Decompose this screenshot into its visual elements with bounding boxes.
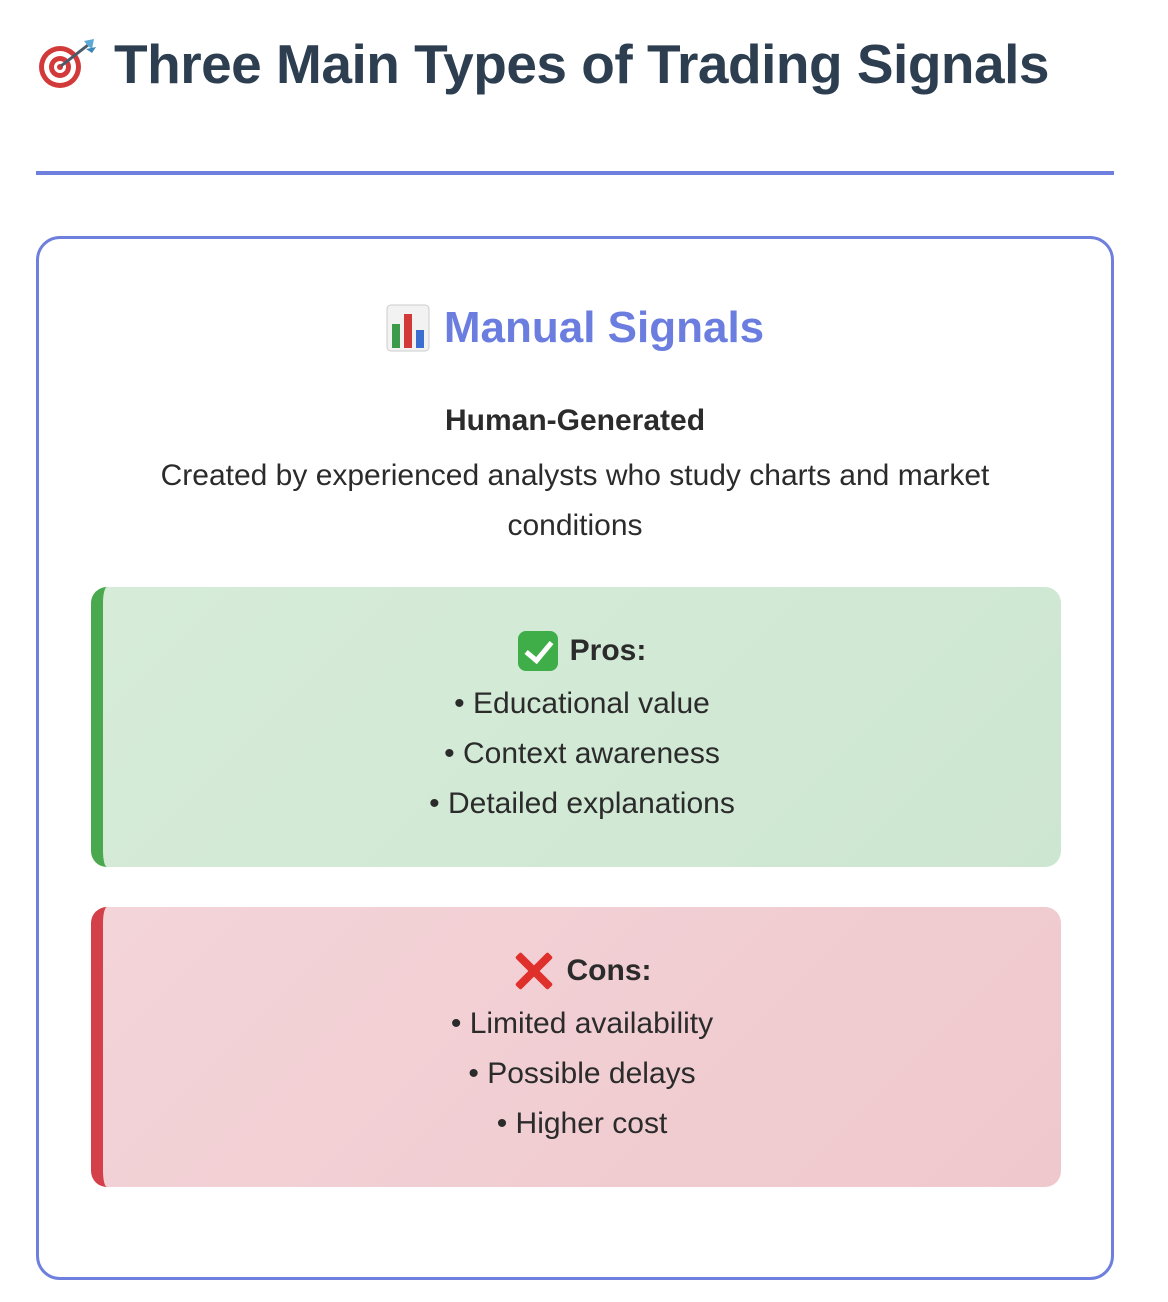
cons-label: Cons: bbox=[566, 954, 652, 987]
cons-list: Limited availability Possible delays Hig… bbox=[103, 999, 1061, 1149]
list-item: Context awareness bbox=[103, 729, 1061, 779]
pros-box: Pros: Educational value Context awarenes… bbox=[91, 587, 1061, 867]
manual-signals-card: Manual Signals Human-Generated Created b… bbox=[36, 236, 1114, 1280]
card-subtitle: Human-Generated bbox=[444, 404, 706, 437]
card-description: Created by experienced analysts who stud… bbox=[160, 459, 990, 542]
page-title: Three Main Types of Trading Signals bbox=[114, 32, 1049, 95]
bar-chart-icon bbox=[386, 304, 430, 352]
list-item: Educational value bbox=[103, 679, 1061, 729]
list-item: Limited availability bbox=[103, 999, 1061, 1049]
list-item: Detailed explanations bbox=[103, 779, 1061, 829]
direct-hit-dart-icon bbox=[36, 37, 98, 91]
pros-label: Pros: bbox=[569, 634, 647, 667]
pros-list: Educational value Context awareness Deta… bbox=[103, 679, 1061, 829]
pros-header: Pros: bbox=[103, 629, 1061, 673]
cons-box: Cons: Limited availability Possible dela… bbox=[91, 907, 1061, 1187]
page-header: Three Main Types of Trading Signals bbox=[36, 0, 1114, 175]
cons-header: Cons: bbox=[103, 949, 1061, 993]
check-mark-icon bbox=[517, 631, 558, 671]
card-title: Manual Signals bbox=[443, 303, 765, 352]
list-item: Higher cost bbox=[103, 1099, 1061, 1149]
cross-mark-icon bbox=[513, 950, 555, 992]
card-title-wrap: Manual Signals bbox=[39, 303, 1111, 353]
page-title-wrap: Three Main Types of Trading Signals bbox=[36, 32, 1049, 96]
page: Three Main Types of Trading Signals Manu… bbox=[36, 0, 1114, 1280]
list-item: Possible delays bbox=[103, 1049, 1061, 1099]
